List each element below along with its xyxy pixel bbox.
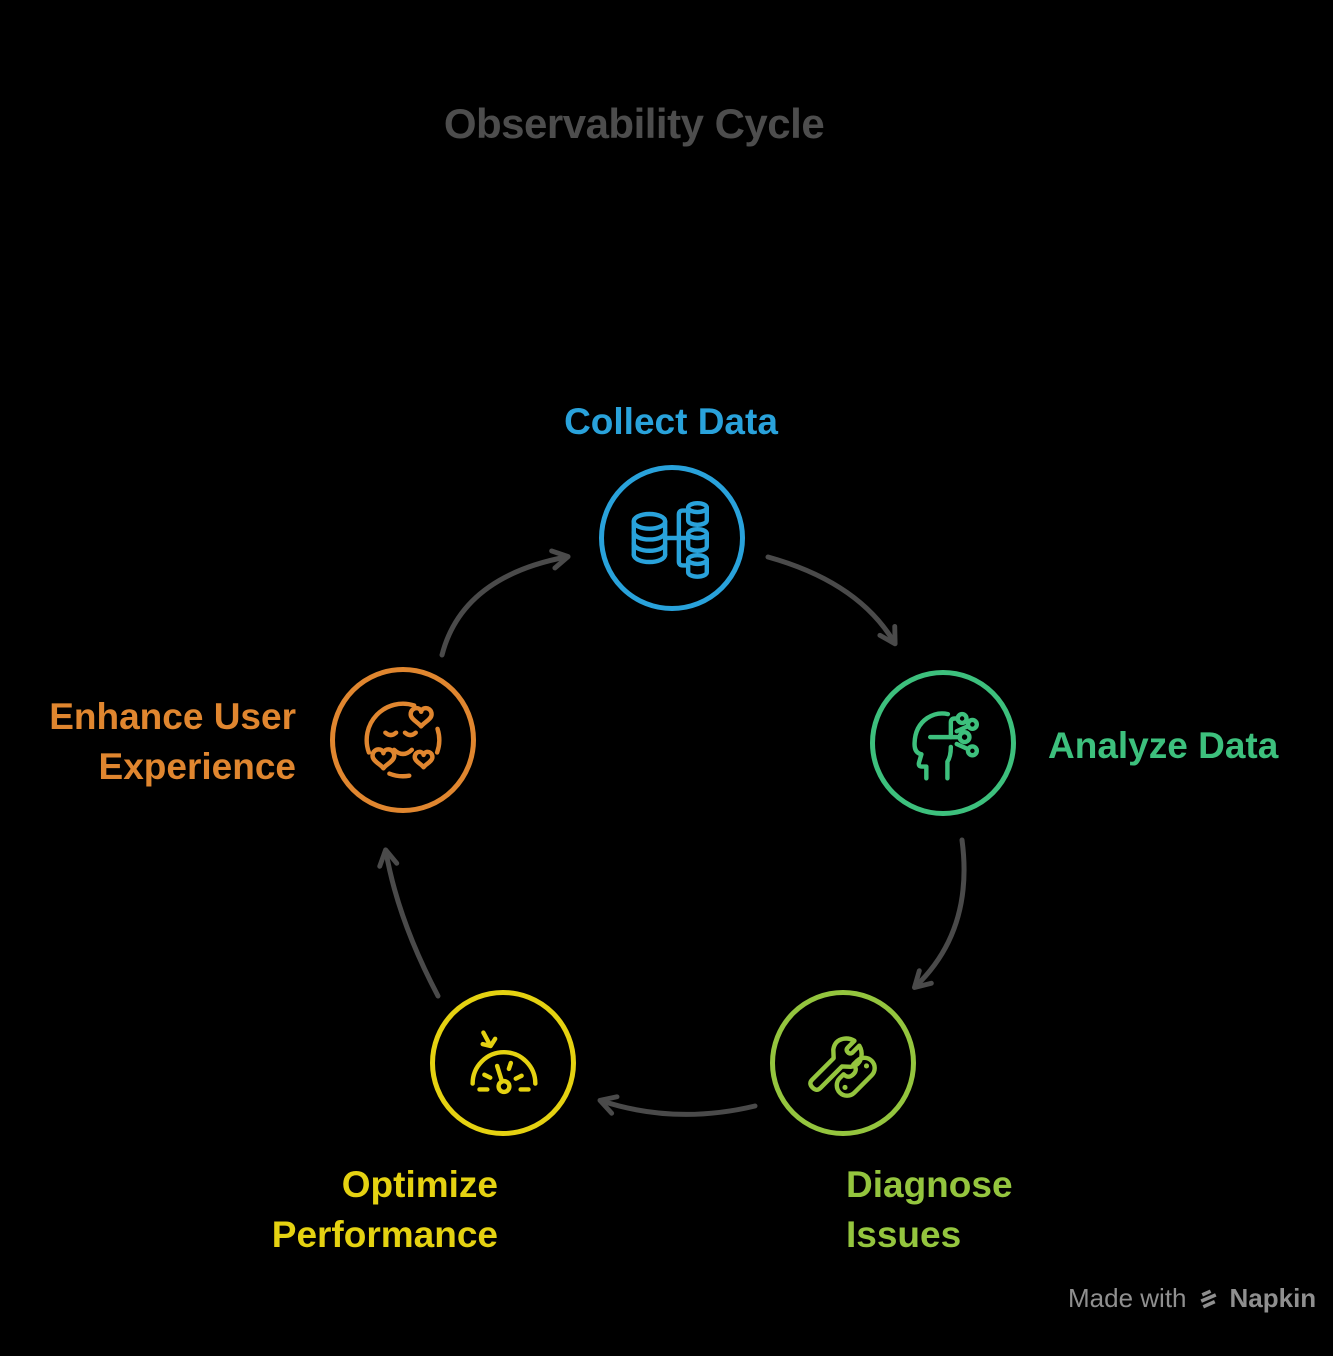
made-with-napkin: Made with Napkin [1068, 1283, 1316, 1314]
made-with-text: Made with [1068, 1283, 1187, 1313]
label-line: Experience [98, 746, 296, 787]
arrow-collect-to-analyze [765, 554, 898, 647]
page-title: Observability Cycle [443, 100, 825, 147]
node-collect-data [599, 465, 745, 611]
wrench-tools-icon [808, 1036, 877, 1098]
arrow-diagnose-to-optimize [597, 1094, 758, 1117]
label-diagnose-issues: Diagnose Issues [846, 1160, 1013, 1260]
label-analyze-data: Analyze Data [1048, 725, 1279, 766]
napkin-logo-icon [1200, 1289, 1216, 1308]
node-analyze-data [870, 670, 1016, 816]
databases-icon [631, 501, 709, 579]
smiley-hearts-icon [364, 701, 442, 779]
head-circuit-icon [912, 711, 980, 781]
label-line: Optimize [341, 1164, 498, 1205]
node-enhance-user-experience [330, 667, 476, 813]
label-collect-data: Collect Data [564, 401, 778, 442]
arrow-analyze-to-diagnose [912, 837, 967, 990]
arrow-enhance-to-collect [439, 548, 571, 658]
node-diagnose-issues [770, 990, 916, 1136]
label-line: Enhance User [49, 696, 296, 737]
label-line: Diagnose [846, 1164, 1013, 1205]
label-line: Issues [846, 1214, 962, 1255]
label-line: Performance [271, 1214, 498, 1255]
gauge-icon [470, 1030, 538, 1095]
label-optimize-performance: Optimize Performance [272, 1160, 498, 1260]
arrow-optimize-to-enhance [377, 847, 441, 999]
node-optimize-performance [430, 990, 576, 1136]
label-enhance-user-experience: Enhance User Experience [49, 692, 296, 792]
brand-text: Napkin [1229, 1283, 1317, 1313]
